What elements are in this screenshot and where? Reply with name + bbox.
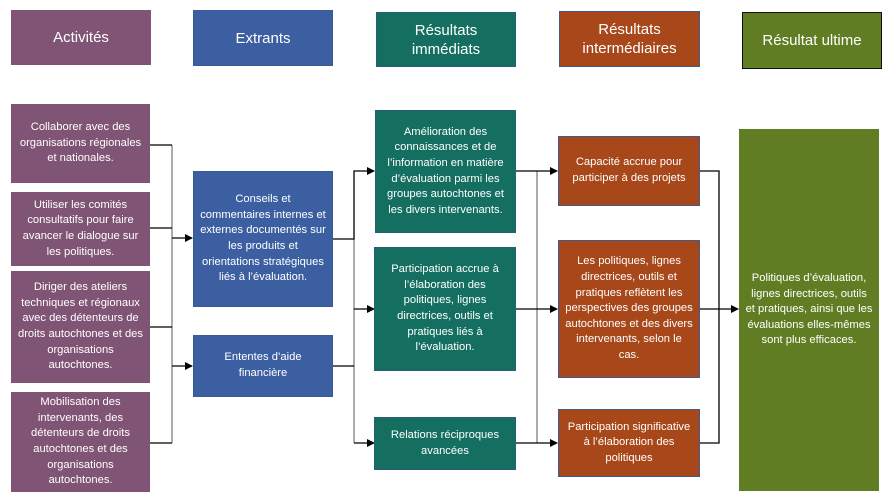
activity-box: Collaborer avec des organisations région… (11, 104, 150, 183)
header-intermediate-outcomes: Résultats intermédiaires (559, 11, 700, 67)
header-activities: Activités (11, 10, 151, 65)
outputs-to-immediate-connector (333, 167, 375, 447)
ultimate-outcome-box: Politiques d’évaluation, lignes directri… (739, 129, 879, 491)
immediate-outcome-box: Amélioration des connaissances et de l’i… (375, 110, 516, 233)
immediate-outcome-box: Relations réciproques avancées (374, 417, 516, 470)
output-box: Conseils et commentaires internes et ext… (193, 171, 333, 307)
activity-box: Diriger des ateliers techniques et régio… (11, 271, 150, 383)
activity-box: Utiliser les comités consultatifs pour f… (11, 192, 150, 266)
header-ultimate-outcome: Résultat ultime (742, 12, 882, 69)
header-immediate-outcomes: Résultats immédiats (376, 12, 516, 67)
output-box: Ententes d’aide financière (193, 335, 333, 397)
intermediate-outcome-box: Les politiques, lignes directrices, outi… (558, 240, 700, 378)
intermediate-to-ultimate-connector (699, 170, 739, 444)
immediate-outcome-box: Participation accrue à l’élaboration des… (374, 247, 516, 371)
activities-to-outputs-connector (150, 144, 193, 444)
intermediate-outcome-box: Participation significative à l’élaborat… (558, 409, 700, 477)
header-outputs: Extrants (193, 10, 333, 66)
intermediate-outcome-box: Capacité accrue pour participer à des pr… (558, 136, 700, 206)
activity-box: Mobilisation des intervenants, des déten… (11, 392, 150, 492)
immediate-to-intermediate-connector (516, 167, 558, 447)
